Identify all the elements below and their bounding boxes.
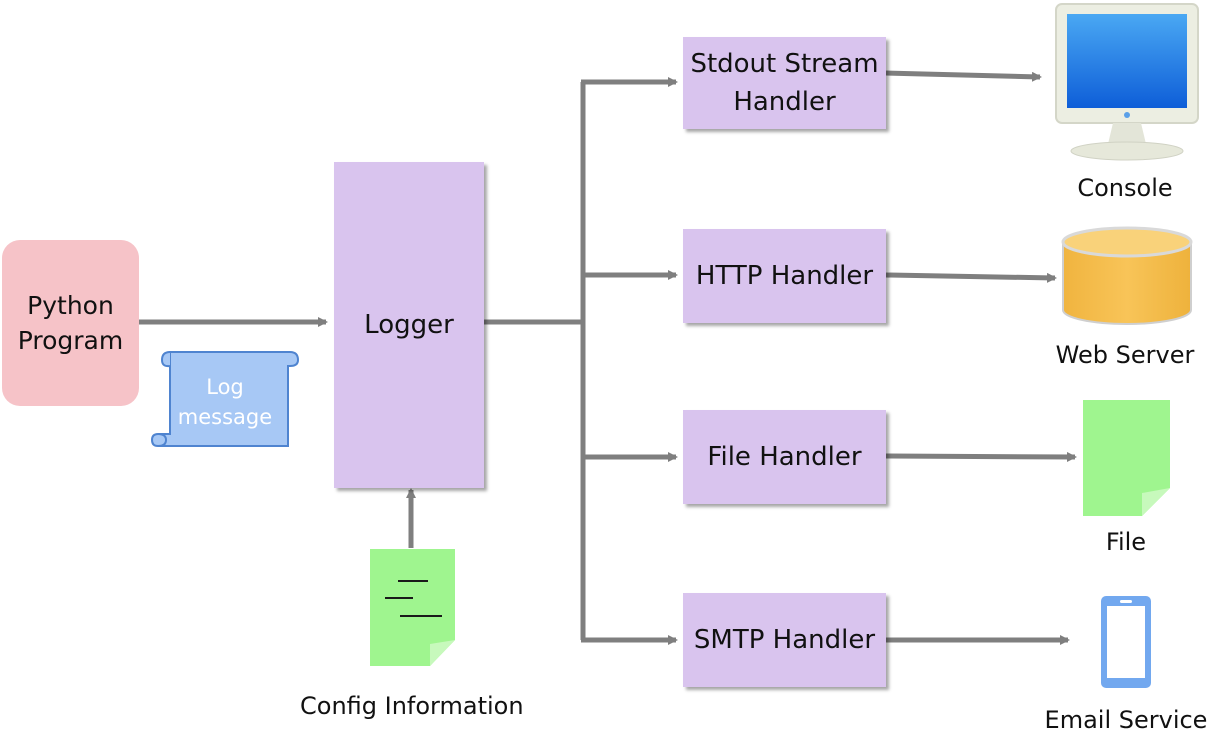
logger-node: Logger: [334, 162, 484, 488]
logger-label: Logger: [364, 310, 454, 340]
phone-icon: [1101, 596, 1151, 688]
file-label: File: [1105, 528, 1147, 556]
console-label: Console: [1077, 174, 1173, 202]
http-handler-node: HTTP Handler: [683, 229, 886, 323]
file-handler-node: File Handler: [683, 410, 886, 504]
database-icon: [1061, 226, 1193, 325]
file-icon: [1083, 400, 1170, 516]
monitor-icon: [1055, 3, 1199, 161]
config-information-label: Config Information: [300, 692, 524, 720]
arrow-file-to-file: [885, 451, 1077, 462]
email-service-label: Email Service: [1044, 706, 1208, 734]
web-server-label: Web Server: [1055, 341, 1195, 369]
arrow-http-to-webserver: [885, 272, 1057, 283]
python-program-node: Python Program: [2, 240, 139, 406]
config-document-icon: [370, 549, 455, 666]
arrow-stdout-to-console: [885, 70, 1042, 82]
stdout-stream-handler-node: Stdout Stream Handler: [683, 37, 886, 129]
scroll-icon: [150, 351, 300, 447]
log-message-label: Log message: [177, 375, 273, 429]
smtp-handler-node: SMTP Handler: [683, 593, 886, 687]
